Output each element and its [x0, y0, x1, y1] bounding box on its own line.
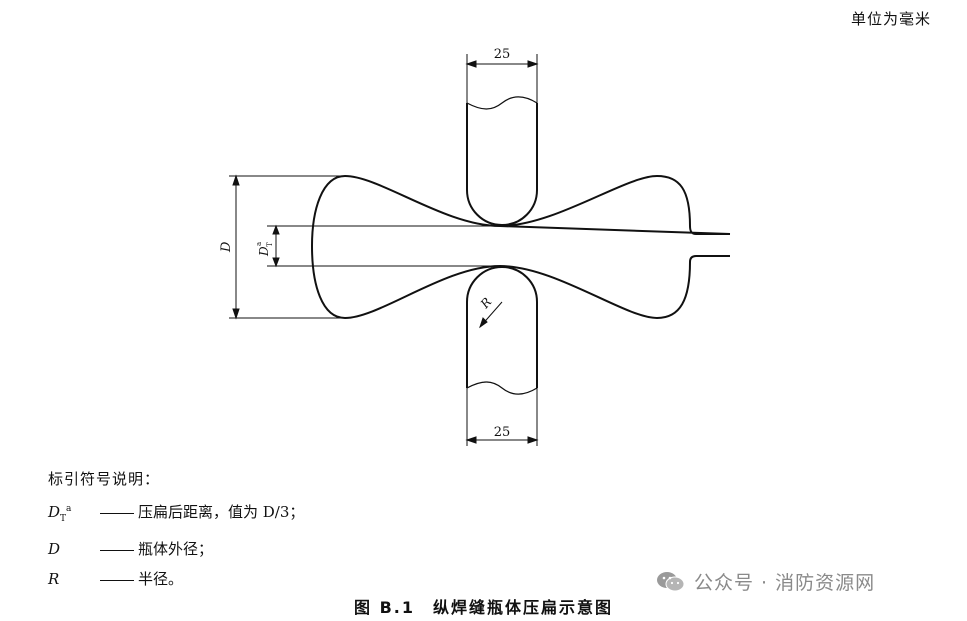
- legend-text-dt: 压扁后距离，值为 D/3；: [138, 503, 305, 521]
- legend-dash: [100, 549, 134, 551]
- upper-indenter-break: [466, 96, 538, 110]
- upper-indenter: [466, 103, 538, 226]
- radius-leader: [479, 301, 503, 329]
- r-label: R: [477, 295, 494, 312]
- dt-dimension: [267, 224, 500, 268]
- legend-item-r: R 半径。: [48, 564, 304, 594]
- legend-dash: [100, 579, 134, 581]
- cylinder-outline: [310, 174, 731, 320]
- figure-title: 纵焊缝瓶体压扁示意图: [432, 598, 613, 617]
- legend-text-r: 半径。: [138, 570, 184, 588]
- figure-caption: 图 B.1 纵焊缝瓶体压扁示意图: [0, 594, 967, 618]
- top-width-dimension: [465, 54, 539, 103]
- legend-item-d: D 瓶体外径；: [48, 534, 304, 564]
- watermark: 公众号 · 消防资源网: [656, 568, 875, 595]
- figure-number: 图 B.1: [354, 598, 415, 617]
- top-width-label: 25: [494, 47, 511, 62]
- dt-label-sub: T: [266, 242, 274, 247]
- bottom-width-dimension: [465, 388, 539, 446]
- legend-symbol-r: R: [48, 570, 60, 588]
- d-dimension: [229, 174, 345, 320]
- dt-label-sup: a: [255, 242, 263, 246]
- legend-dash: [100, 512, 134, 514]
- dt-label-group: D T a: [255, 242, 274, 257]
- d-label: D: [219, 241, 234, 253]
- legend-text-d: 瓶体外径；: [138, 540, 214, 558]
- legend-symbol-dt: DTa: [48, 503, 72, 524]
- lower-indenter-break: [466, 381, 538, 395]
- legend-title: 标引符号说明：: [48, 470, 161, 488]
- legend-symbol-d: D: [48, 540, 61, 558]
- lower-indenter: [466, 266, 538, 388]
- legend-item-dt: DTa 压扁后距离，值为 D/3；: [48, 494, 304, 534]
- bottom-width-label: 25: [494, 425, 511, 440]
- unit-note: 单位为毫米: [850, 10, 931, 28]
- legend: 标引符号说明： DTa 压扁后距离，值为 D/3； D 瓶体外径； R 半径。: [48, 464, 304, 594]
- dt-label: D: [257, 246, 271, 257]
- watermark-text: 公众号 · 消防资源网: [694, 572, 876, 594]
- wechat-icon: [657, 571, 685, 591]
